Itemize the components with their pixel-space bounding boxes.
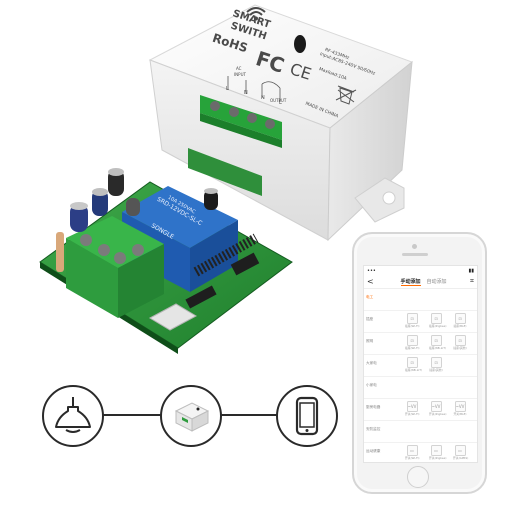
terminal-ac: AC [236, 66, 242, 71]
category-label[interactable]: 电工 [366, 295, 374, 299]
category-label[interactable]: 照明 [366, 339, 374, 343]
category-list: 电工插座⊡插座(Wi-Fi)⊡插座(Zigbee)⊡插座(BLE)照明⊡插座(W… [364, 289, 477, 462]
status-left: ••• [367, 267, 376, 274]
device-type-caption: 插座(NB-IoT) [429, 346, 447, 350]
device-type-caption: 插座(Wi-Fi) [405, 346, 420, 350]
connector-line-2 [218, 414, 278, 416]
category-label[interactable]: 厨房电器 [366, 405, 381, 409]
device-type-tile[interactable]: ⊡插座(NB-IoT) [405, 357, 423, 374]
device-type-caption: 插座(其他) [453, 346, 467, 350]
category-row: 小家电 [364, 377, 477, 399]
device-type-tile[interactable]: ▭开关(Zigbee) [429, 445, 447, 462]
category-label[interactable]: 大家电 [366, 361, 377, 365]
connector-line-1 [102, 414, 162, 416]
front-camera [412, 244, 417, 249]
terminal-n2: N [261, 95, 265, 101]
category-row: 电工 [364, 289, 477, 311]
device-type-caption: 开关(Wi-Fi) [405, 456, 420, 460]
device-type-icon: ⊡ [406, 313, 418, 324]
device-type-caption: 开关(Wi-Fi) [405, 412, 420, 416]
device-type-caption: 插座(BLE) [453, 324, 467, 328]
device-type-tile[interactable]: ⊡插座(其他) [453, 335, 467, 352]
device-type-caption: 开关(BLE) [453, 412, 467, 416]
device-type-icon: ⊡ [406, 357, 418, 368]
device-type-icon: ~VV [406, 401, 418, 412]
earpiece [402, 253, 428, 256]
smartphone-icon [276, 385, 338, 447]
device-type-tile[interactable]: ⊡插座(Zigbee) [429, 313, 447, 330]
device-type-caption: 插座(Zigbee) [429, 324, 447, 328]
phone-screen: ••• ▮▮ < 手动添加 自动添加 ⌗ 电工插座⊡插座(Wi-Fi)⊡插座(Z… [363, 265, 478, 463]
nav-bar: < 手动添加 自动添加 ⌗ [364, 275, 477, 289]
category-row: 运动健康▭开关(Wi-Fi)▭开关(Zigbee)▭开关(GPRS) [364, 443, 477, 462]
device-type-caption: 开关(Zigbee) [429, 412, 447, 416]
status-bar: ••• ▮▮ [364, 266, 477, 275]
device-type-tile[interactable]: ⊡插座(其他) [429, 357, 443, 374]
tab-auto-add[interactable]: 自动添加 [426, 278, 447, 285]
device-type-tile[interactable]: ▭开关(Wi-Fi) [405, 445, 419, 462]
status-right: ▮▮ [468, 267, 474, 274]
terminal-input: INPUT [234, 72, 246, 77]
device-type-icon: ⊡ [430, 357, 442, 368]
device-type-tile[interactable]: ⊡插座(Wi-Fi) [405, 313, 419, 330]
device-type-icon: ~VV [430, 401, 442, 412]
terminal-n1: N [244, 90, 248, 96]
category-label[interactable]: 安防监控 [366, 427, 381, 431]
device-type-caption: 插座(其他) [429, 368, 443, 372]
device-type-icon: ⊡ [454, 335, 466, 346]
device-type-caption: 插座(Wi-Fi) [405, 324, 420, 328]
home-button[interactable] [407, 466, 429, 488]
tab-manual-add[interactable]: 手动添加 [400, 278, 421, 286]
category-label[interactable]: 小家电 [366, 383, 377, 387]
device-type-icon: ⊡ [406, 335, 418, 346]
device-type-icon: ⊡ [430, 313, 442, 324]
terminal-l1: L [226, 86, 229, 92]
category-label[interactable]: 运动健康 [366, 449, 381, 453]
terminal-output: OUTPUT [270, 98, 287, 103]
category-row: 照明⊡插座(Wi-Fi)⊡插座(NB-IoT)⊡插座(其他) [364, 333, 477, 355]
relay-module-icon [160, 385, 222, 447]
back-icon[interactable]: < [367, 277, 374, 286]
ceiling-lamp-icon [42, 385, 104, 447]
terminal-l2: L [279, 100, 282, 106]
smartphone: ••• ▮▮ < 手动添加 自动添加 ⌗ 电工插座⊡插座(Wi-Fi)⊡插座(Z… [352, 232, 487, 494]
device-type-caption: 插座(NB-IoT) [405, 368, 423, 372]
device-type-caption: 开关(GPRS) [453, 456, 469, 460]
device-type-tile[interactable]: ⊡插座(Wi-Fi) [405, 335, 419, 352]
device-type-icon: ▭ [406, 445, 418, 456]
device-type-tile[interactable]: ⊡插座(BLE) [453, 313, 467, 330]
category-row: 大家电⊡插座(NB-IoT)⊡插座(其他) [364, 355, 477, 377]
device-type-icon: ~VV [454, 401, 466, 412]
tab-bar: 手动添加 自动添加 [377, 278, 470, 286]
scan-icon[interactable]: ⌗ [470, 277, 474, 285]
device-type-icon: ▭ [454, 445, 466, 456]
device-type-icon: ▭ [430, 445, 442, 456]
device-type-icon: ⊡ [430, 335, 442, 346]
device-type-tile[interactable]: ▭开关(GPRS) [453, 445, 469, 462]
device-type-tile[interactable]: ⊡插座(NB-IoT) [429, 335, 447, 352]
category-row: 安防监控 [364, 421, 477, 443]
category-label[interactable]: 插座 [366, 317, 374, 321]
device-type-caption: 开关(Zigbee) [429, 456, 447, 460]
wifi-icon [246, 7, 266, 21]
category-row: 插座⊡插座(Wi-Fi)⊡插座(Zigbee)⊡插座(BLE) [364, 311, 477, 333]
device-type-icon: ⊡ [454, 313, 466, 324]
